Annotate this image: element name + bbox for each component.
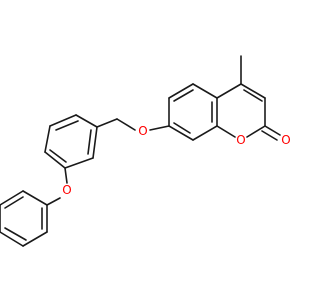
atom-oxygen-ring: O bbox=[236, 133, 245, 147]
bond bbox=[0, 231, 24, 247]
double-bond-inner bbox=[55, 120, 79, 131]
atom-oxygen-ether: O bbox=[138, 124, 147, 138]
bond bbox=[246, 125, 266, 138]
oxygen-label: O bbox=[138, 124, 147, 138]
double-bond-inner bbox=[4, 227, 27, 241]
bond bbox=[44, 151, 66, 169]
bond bbox=[22, 190, 48, 206]
bond bbox=[240, 83, 266, 99]
atom-oxygen-carbonyl: O bbox=[281, 133, 290, 147]
bond bbox=[44, 125, 51, 153]
oxygen-label: O bbox=[62, 183, 71, 197]
bond bbox=[64, 167, 68, 184]
double-bond-inner bbox=[49, 149, 67, 163]
bond bbox=[22, 231, 48, 247]
carbonyl-bond bbox=[261, 130, 278, 141]
coumarin-benzene-ring bbox=[168, 83, 218, 141]
oxygen-label: O bbox=[236, 133, 245, 147]
bond bbox=[46, 197, 61, 206]
bond bbox=[92, 126, 98, 159]
chemical-structure-diagram: O O O O bbox=[0, 55, 291, 247]
double-bond-inner bbox=[173, 122, 191, 134]
bond bbox=[75, 114, 98, 128]
bond bbox=[149, 125, 170, 131]
bond bbox=[192, 125, 218, 141]
oxygen-label: O bbox=[281, 133, 290, 147]
bond bbox=[49, 114, 77, 127]
coumarin-pyrone-ring bbox=[216, 55, 281, 141]
bond bbox=[216, 83, 242, 99]
double-bond-inner bbox=[87, 129, 92, 155]
bond bbox=[116, 118, 136, 131]
bond bbox=[192, 83, 218, 99]
phenoxy-linkage bbox=[46, 167, 68, 206]
carbonyl-bond bbox=[264, 125, 281, 136]
double-bond-inner bbox=[243, 89, 263, 102]
bond bbox=[64, 157, 94, 169]
bond bbox=[0, 190, 24, 206]
double-bond-inner bbox=[173, 89, 194, 102]
benzyl-ether-linkage bbox=[96, 118, 170, 131]
phenyl-ring bbox=[0, 190, 48, 247]
bond bbox=[96, 118, 118, 128]
bond bbox=[168, 83, 194, 99]
atom-oxygen-phenoxy: O bbox=[62, 183, 71, 197]
double-bond-inner bbox=[4, 196, 24, 209]
bond bbox=[168, 125, 194, 141]
benzyl-ring bbox=[44, 114, 98, 169]
bond bbox=[216, 125, 236, 138]
